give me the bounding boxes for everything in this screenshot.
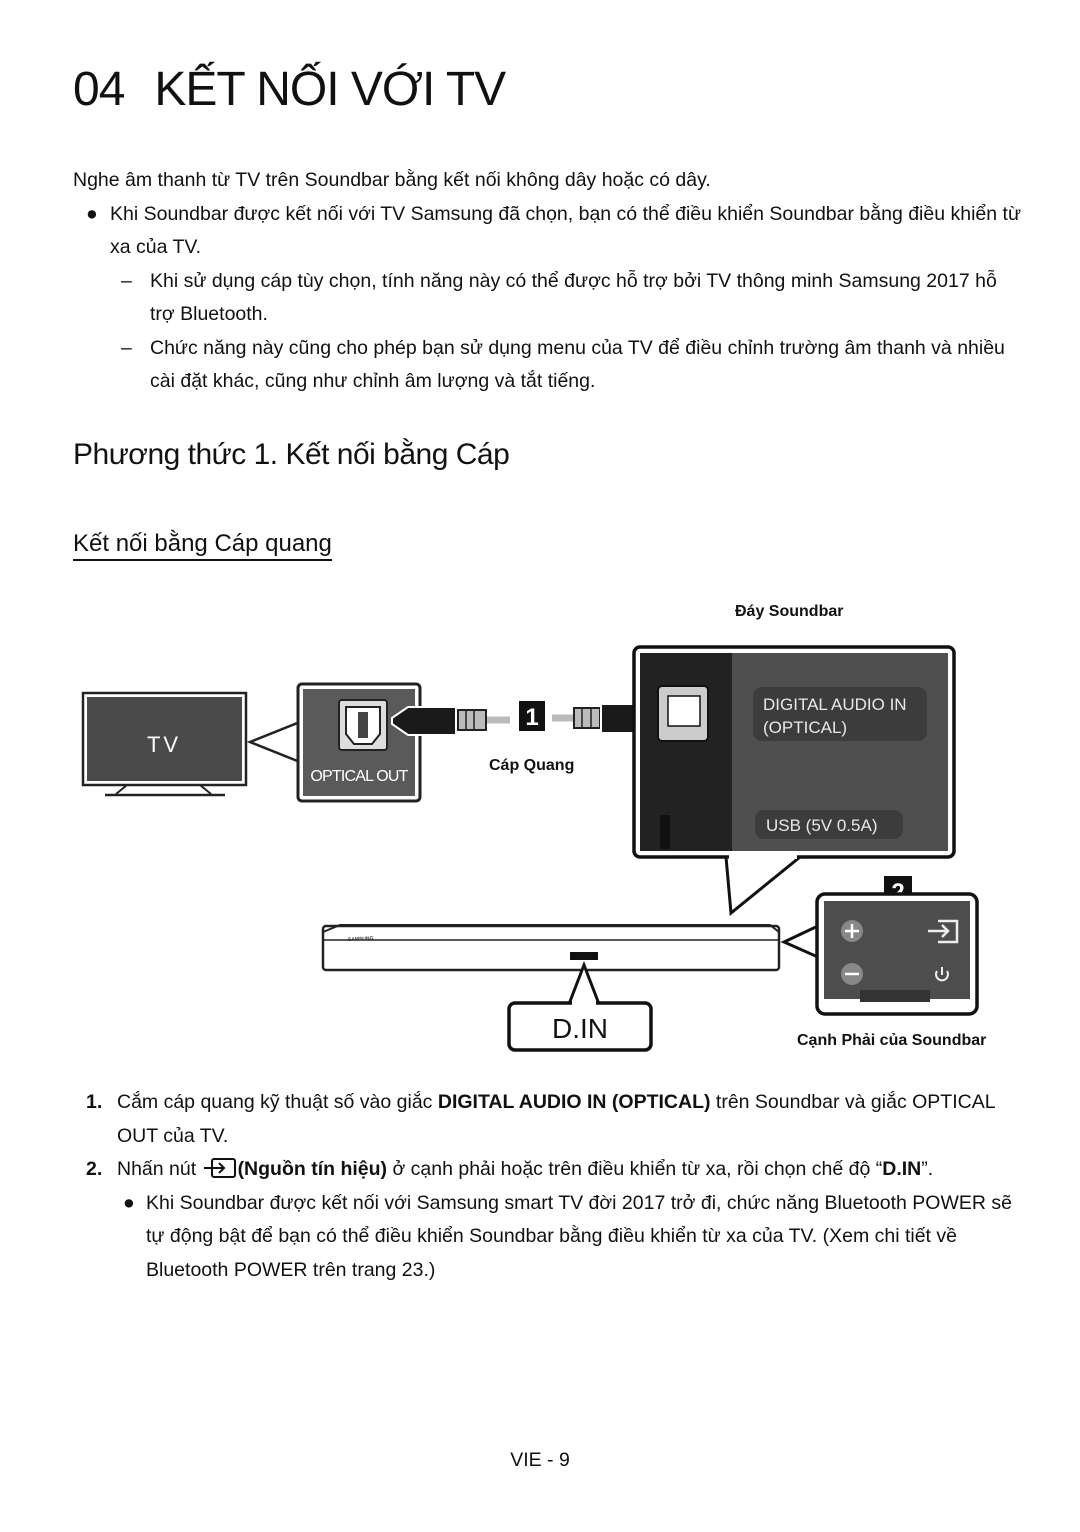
sub-title: Kết nối bằng Cáp quang — [73, 530, 332, 561]
source-icon — [928, 919, 959, 944]
step1-badge-text: 1 — [525, 704, 538, 731]
din-display-text: D.IN — [552, 1013, 608, 1044]
soundbar-brand: SAMSUNG — [348, 936, 374, 943]
intro-bullet-text: Khi Soundbar được kết nối với TV Samsung… — [110, 202, 1021, 259]
intro-dash-2: – Chức năng này cũng cho phép bạn sử dụn… — [73, 332, 1023, 399]
chapter-title-text: KẾT NỐI VỚI TV — [154, 63, 506, 116]
digital-audio-in-optical-label: (OPTICAL) — [763, 718, 847, 737]
step-2-din: D.IN — [882, 1158, 922, 1180]
step-2-bold: (Nguồn tín hiệu) — [237, 1158, 388, 1180]
step-1-bold: DIGITAL AUDIO IN (OPTICAL) — [437, 1091, 711, 1113]
step-2-bullet: ● Khi Soundbar được kết nối với Samsung … — [86, 1187, 1016, 1288]
step-2-number: 2. — [86, 1158, 103, 1180]
soundbar-right-side-panel — [815, 892, 979, 1016]
method-title: Phương thức 1. Kết nối bằng Cáp — [73, 438, 510, 471]
step1-badge: 1 — [519, 701, 545, 731]
power-icon — [935, 967, 949, 982]
usb-label: USB (5V 0.5A) — [766, 816, 878, 835]
minus-icon — [841, 963, 863, 985]
instruction-steps: 1. Cắm cáp quang kỹ thuật số vào giắc DI… — [86, 1086, 1016, 1287]
din-display-callout: D.IN — [507, 960, 653, 1052]
intro-section: Nghe âm thanh từ TV trên Soundbar bằng k… — [73, 164, 1023, 399]
source-button-icon — [203, 1158, 236, 1178]
label-soundbar-right-side: Cạnh Phải của Soundbar — [797, 1032, 987, 1049]
tv-illustration: TV — [81, 691, 248, 797]
step-1-text-a: Cắm cáp quang kỹ thuật số vào giắc — [117, 1091, 438, 1113]
step-2-text-b: ở cạnh phải hoặc trên điều khiển từ xa, … — [387, 1158, 883, 1180]
soundbar-illustration: SAMSUNG — [321, 924, 781, 972]
plus-icon — [841, 920, 863, 942]
callout-pointer — [246, 720, 302, 764]
bullet-dot: ● — [86, 202, 98, 225]
bullet-dot: ● — [123, 1191, 135, 1214]
chapter-number: 04 — [73, 63, 125, 116]
intro-dash-1-text: Khi sử dụng cáp tùy chọn, tính năng này … — [150, 269, 997, 326]
step-1-text-b: trên Soundbar và giắc OPTICAL OUT của TV… — [117, 1091, 995, 1147]
digital-audio-in-label: DIGITAL AUDIO IN — [763, 695, 907, 714]
step-2: 2. Nhấn nút (Nguồn tín hiệu) ở cạnh phải… — [86, 1153, 1016, 1187]
intro-bullet: ● Khi Soundbar được kết nối với TV Samsu… — [73, 198, 1023, 265]
optical-out-panel: OPTICAL OUT — [296, 682, 422, 803]
optical-port-icon — [338, 699, 388, 751]
step-1: 1. Cắm cáp quang kỹ thuật số vào giắc DI… — [86, 1086, 1016, 1153]
intro-dash-2-text: Chức năng này cũng cho phép bạn sử dụng … — [150, 336, 1005, 393]
label-soundbar-bottom: Đáy Soundbar — [735, 603, 844, 620]
step-2-text-c: ”. — [921, 1158, 934, 1180]
step-2-text-a: Nhấn nút — [117, 1158, 202, 1180]
dash-mark: – — [121, 336, 132, 359]
step-2-bullet-text: Khi Soundbar được kết nối với Samsung sm… — [146, 1191, 1012, 1281]
dash-mark: – — [121, 269, 132, 292]
right-side-callout-pointer — [780, 922, 822, 961]
optical-out-label: OPTICAL OUT — [310, 768, 408, 785]
page-number: VIE - 9 — [510, 1449, 570, 1471]
panel-callout-pointer — [724, 855, 805, 916]
tv-label: TV — [147, 732, 181, 757]
soundbar-bottom-panel: DIGITAL AUDIO IN (OPTICAL) USB (5V 0.5A) — [632, 645, 956, 859]
label-optical-cable: Cáp Quang — [489, 757, 575, 774]
chapter-title: 04 KẾT NỐI VỚI TV — [73, 62, 506, 117]
intro-lead: Nghe âm thanh từ TV trên Soundbar bằng k… — [73, 169, 711, 191]
step-1-number: 1. — [86, 1091, 103, 1113]
intro-dash-1: – Khi sử dụng cáp tùy chọn, tính năng nà… — [73, 265, 1023, 332]
cable-left-plug — [391, 706, 510, 736]
